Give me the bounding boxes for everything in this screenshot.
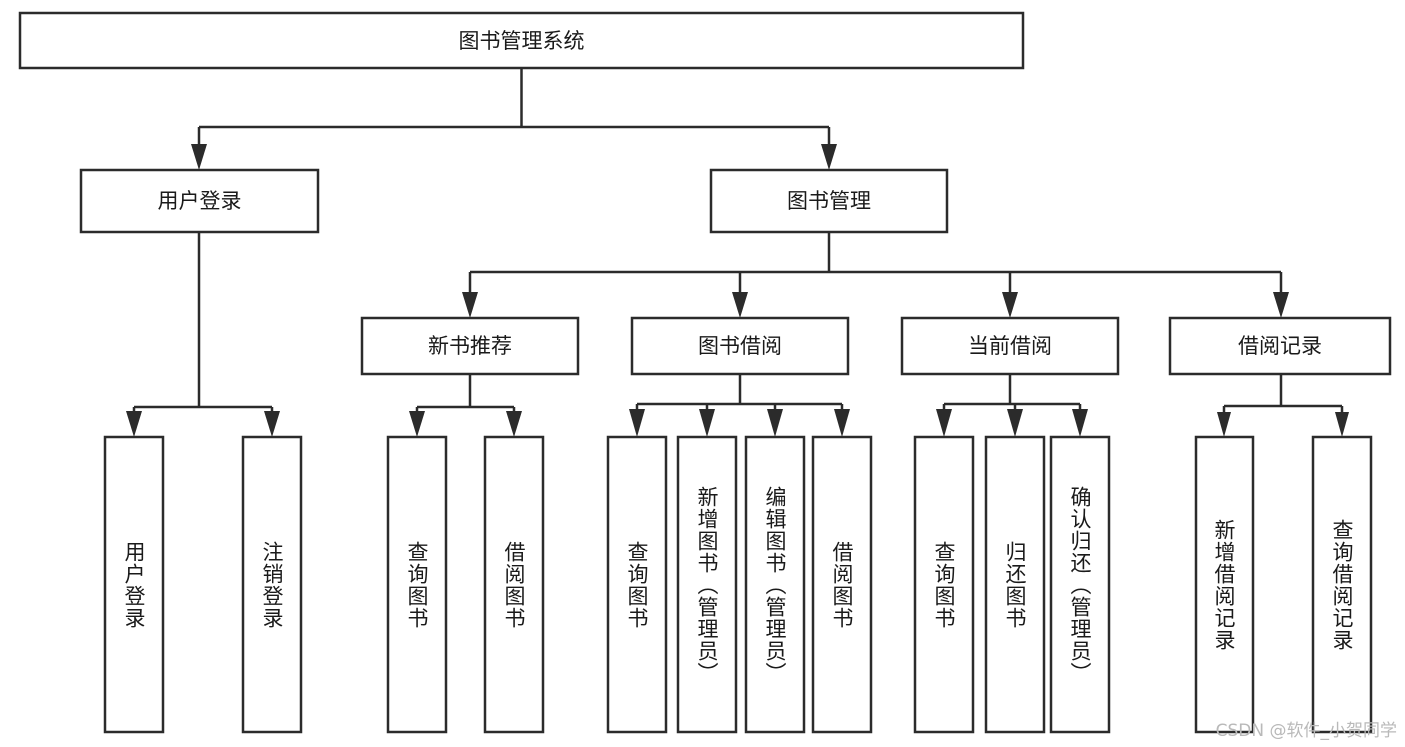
node-leaf-add-record-box[interactable]	[1194, 435, 1255, 734]
node-leaf-logout[interactable]: 注销登录	[241, 435, 303, 734]
connector-group-user-login	[126, 232, 280, 437]
node-current-borrow-box[interactable]	[900, 316, 1120, 376]
node-leaf-confirm-return-box[interactable]	[1049, 435, 1111, 734]
node-leaf-confirm-return-label: 确认归还（管理员）	[1068, 486, 1092, 684]
node-leaf-add-record[interactable]: 新增借阅记录	[1194, 435, 1255, 734]
node-leaf-confirm-return[interactable]: 确认归还（管理员）	[1049, 435, 1111, 734]
node-book-borrow-box[interactable]	[630, 316, 850, 376]
node-leaf-edit-book-label: 编辑图书（管理员）	[763, 486, 787, 684]
node-leaf-logout-label: 注销登录	[260, 541, 284, 629]
node-leaf-user-login-label: 用户登录	[122, 541, 146, 629]
node-leaf-query-book-2-box[interactable]	[606, 435, 668, 734]
arrow-icon	[767, 409, 783, 437]
node-user-login[interactable]: 用户登录	[79, 168, 320, 234]
node-leaf-query-book-3-box[interactable]	[913, 435, 975, 734]
arrow-icon	[126, 411, 142, 437]
arrow-icon	[462, 292, 478, 318]
node-leaf-query-book-3[interactable]: 查询图书	[913, 435, 975, 734]
node-user-login-box[interactable]	[79, 168, 320, 234]
connector-group-book-borrow	[629, 374, 850, 437]
node-leaf-return-book-box[interactable]	[984, 435, 1046, 734]
node-leaf-user-login-box[interactable]	[103, 435, 165, 734]
node-root-label: 图书管理系统	[459, 29, 585, 53]
node-new-book-rec-box[interactable]	[360, 316, 580, 376]
node-leaf-query-book-3-label: 查询图书	[932, 541, 956, 629]
arrow-icon	[1002, 292, 1018, 318]
arrow-icon	[409, 411, 425, 437]
node-leaf-query-book-2-label: 查询图书	[625, 541, 649, 629]
arrow-icon	[1072, 409, 1088, 437]
node-leaf-query-book-2[interactable]: 查询图书	[606, 435, 668, 734]
node-leaf-query-book-1-label: 查询图书	[405, 541, 429, 629]
connector-group-new-book-rec	[409, 374, 522, 437]
arrow-icon	[1273, 292, 1289, 318]
node-new-book-rec-label: 新书推荐	[428, 334, 512, 358]
node-leaf-borrow-book-1[interactable]: 借阅图书	[483, 435, 545, 734]
arrow-icon	[506, 411, 522, 437]
node-leaf-logout-box[interactable]	[241, 435, 303, 734]
node-current-borrow[interactable]: 当前借阅	[900, 316, 1120, 376]
node-leaf-add-book-box[interactable]	[676, 435, 738, 734]
node-root[interactable]: 图书管理系统	[18, 11, 1025, 70]
node-book-borrow[interactable]: 图书借阅	[630, 316, 850, 376]
node-leaf-borrow-book-1-box[interactable]	[483, 435, 545, 734]
node-leaf-borrow-book-2-label: 借阅图书	[830, 541, 854, 629]
arrow-icon	[1335, 412, 1349, 437]
node-leaf-edit-book-box[interactable]	[744, 435, 806, 734]
node-book-manage-box[interactable]	[709, 168, 949, 234]
arrow-icon	[699, 409, 715, 437]
arrow-icon	[629, 409, 645, 437]
node-current-borrow-label: 当前借阅	[968, 334, 1052, 358]
node-leaf-return-book[interactable]: 归还图书	[984, 435, 1046, 734]
arrow-icon	[834, 409, 850, 437]
node-new-book-rec[interactable]: 新书推荐	[360, 316, 580, 376]
node-leaf-borrow-book-2-box[interactable]	[811, 435, 873, 734]
node-leaf-query-book-1-box[interactable]	[386, 435, 448, 734]
node-book-borrow-label: 图书借阅	[698, 334, 782, 358]
connector-group-current-borrow	[936, 374, 1088, 437]
node-leaf-query-record-label: 查询借阅记录	[1330, 519, 1354, 651]
csdn-watermark: CSDN @软件_小贺同学	[1215, 721, 1397, 741]
node-leaf-add-book[interactable]: 新增图书（管理员）	[676, 435, 738, 734]
node-leaf-query-record[interactable]: 查询借阅记录	[1311, 435, 1373, 734]
node-leaf-add-book-label: 新增图书（管理员）	[695, 486, 719, 684]
node-borrow-record-label: 借阅记录	[1238, 334, 1322, 358]
node-book-manage[interactable]: 图书管理	[709, 168, 949, 234]
node-user-login-label: 用户登录	[158, 189, 242, 213]
node-leaf-borrow-book-2[interactable]: 借阅图书	[811, 435, 873, 734]
arrow-icon	[1217, 412, 1231, 437]
arrow-icon	[1007, 409, 1023, 437]
node-leaf-borrow-book-1-label: 借阅图书	[502, 541, 526, 629]
node-root-box[interactable]	[18, 11, 1025, 70]
node-leaf-add-record-label: 新增借阅记录	[1212, 519, 1236, 651]
arrow-icon	[821, 144, 837, 170]
arrow-icon	[191, 144, 207, 170]
node-leaf-edit-book[interactable]: 编辑图书（管理员）	[744, 435, 806, 734]
node-borrow-record-box[interactable]	[1168, 316, 1392, 376]
node-leaf-return-book-label: 归还图书	[1003, 541, 1027, 629]
node-borrow-record[interactable]: 借阅记录	[1168, 316, 1392, 376]
node-leaf-query-record-box[interactable]	[1311, 435, 1373, 734]
connector-group-borrow-record	[1217, 374, 1349, 437]
arrow-icon	[264, 411, 280, 437]
arrow-icon	[732, 292, 748, 318]
node-leaf-user-login[interactable]: 用户登录	[103, 435, 165, 734]
node-leaf-query-book-1[interactable]: 查询图书	[386, 435, 448, 734]
node-book-manage-label: 图书管理	[787, 189, 871, 213]
connector-group-root	[191, 68, 837, 170]
connector-group-book-manage	[462, 232, 1289, 318]
arrow-icon	[936, 409, 952, 437]
